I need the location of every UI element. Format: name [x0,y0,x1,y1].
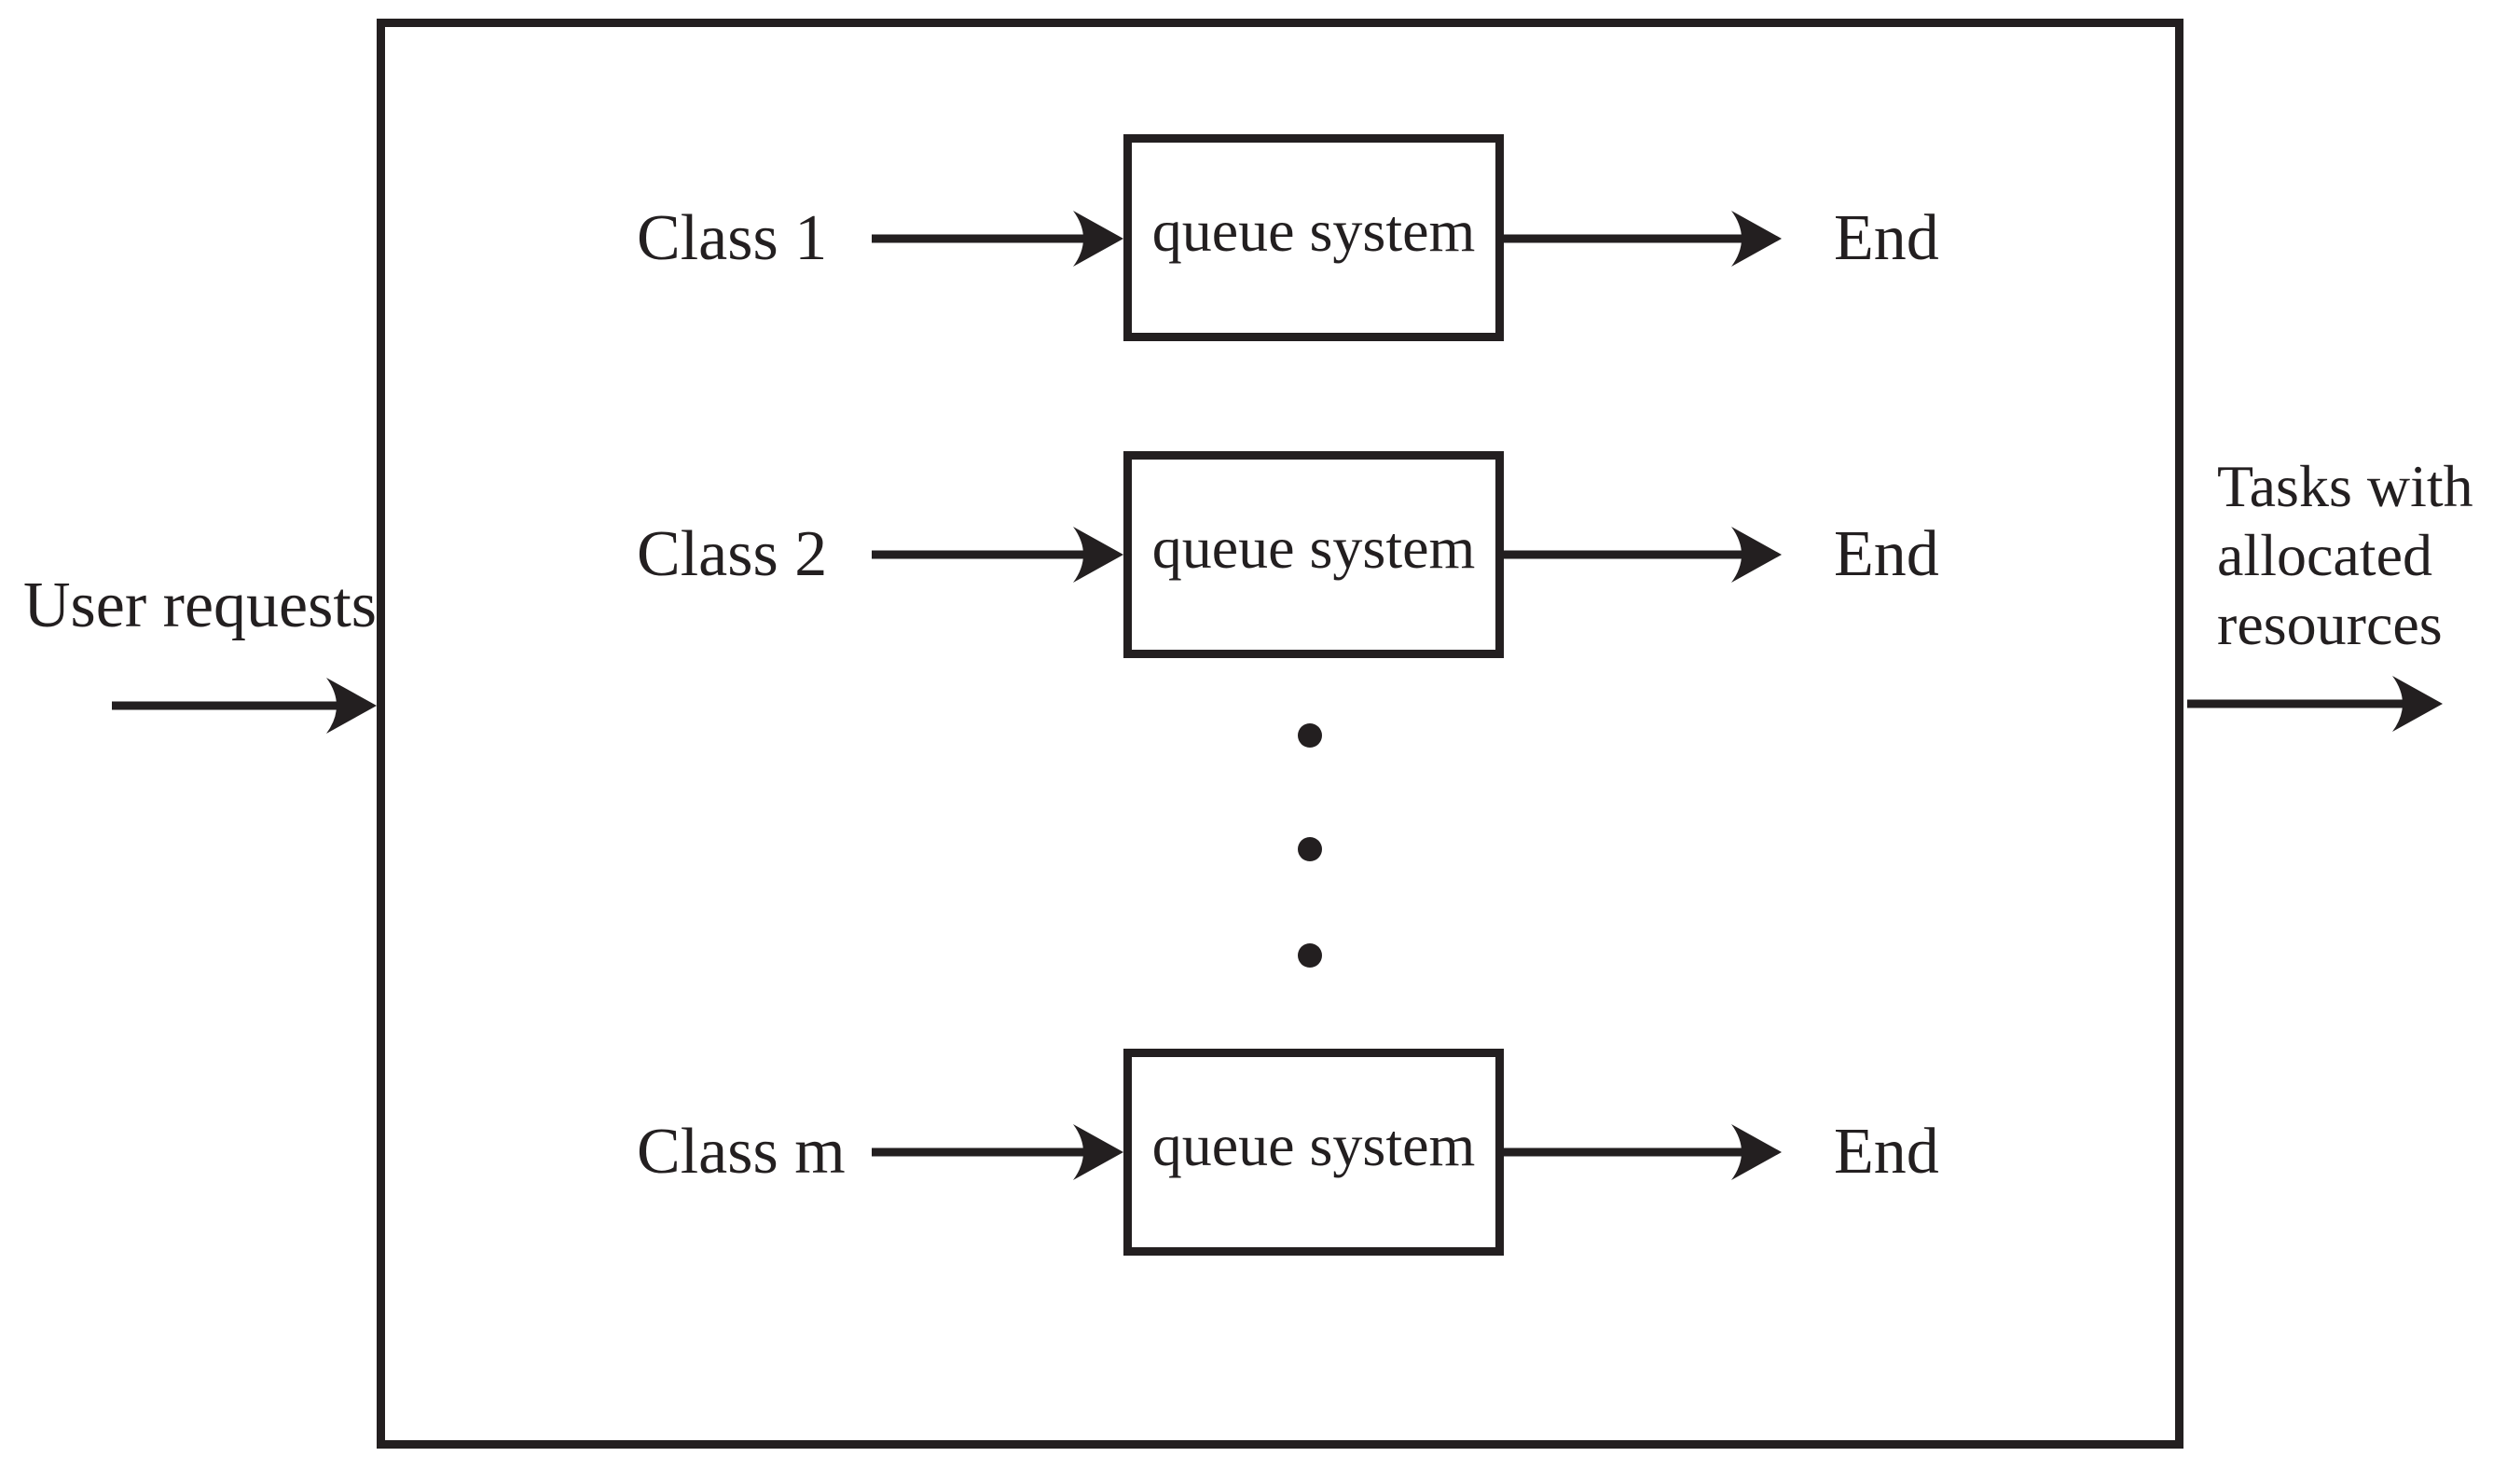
allocated-tasks-output-arrow-icon [2187,676,2443,732]
queue-2-to-end-arrow-icon [1504,527,1782,583]
class-1-label: Class 1 [637,202,828,274]
tasks-label-line-2: allocated [2217,522,2432,588]
system-boundary-box [377,19,2183,1449]
queue-system-label: queue system [1151,515,1476,581]
queue-1-to-end-arrow-icon [1504,211,1782,267]
class-1-to-queue-arrow-icon [872,211,1123,267]
queue-system-box-1: queue system [1123,134,1504,341]
class-m-label: Class m [637,1116,846,1188]
class-2-label: Class 2 [637,518,828,590]
end-label-1: End [1834,202,1939,274]
queue-system-box-m: queue system [1123,1049,1504,1256]
ellipsis-dot [1298,837,1322,861]
ellipsis-dot [1298,723,1322,748]
queue-system-label: queue system [1151,1112,1476,1178]
queue-m-to-end-arrow-icon [1504,1124,1782,1180]
queue-system-box-2: queue system [1123,451,1504,658]
class-2-to-queue-arrow-icon [872,527,1123,583]
tasks-label-line-1: Tasks with [2217,453,2473,519]
class-m-to-queue-arrow-icon [872,1124,1123,1180]
tasks-label-line-3: resources [2217,591,2443,657]
ellipsis-dot [1298,943,1322,968]
user-requests-arrow-icon [112,678,377,734]
end-label-2: End [1834,518,1939,590]
tasks-with-allocated-resources-label: Tasks with allocated resources [2217,452,2473,659]
user-requests-label: User requests [23,570,378,641]
end-label-m: End [1834,1116,1939,1188]
queue-system-label: queue system [1151,198,1476,264]
